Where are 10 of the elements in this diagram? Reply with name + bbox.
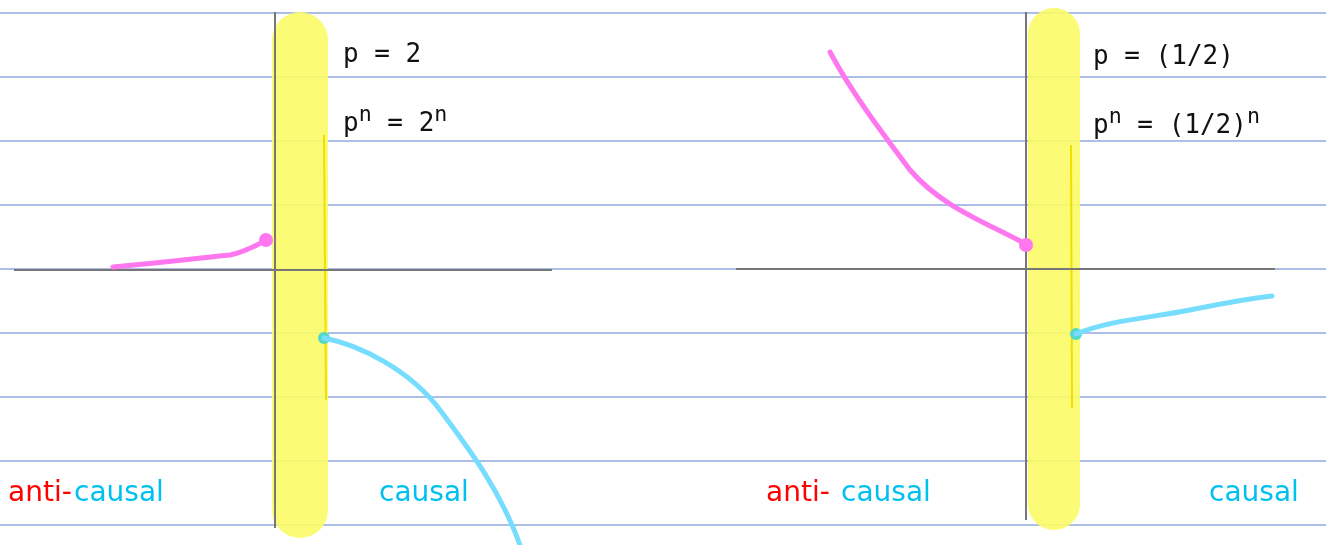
formula-label: p$^{n}$ = (1/2)$^{n}$	[1093, 105, 1260, 137]
formula-label: p = 2	[343, 40, 422, 66]
formula-label: p$^{n}$ = 2$^{n}$	[343, 103, 448, 135]
region-label: anti-	[8, 478, 72, 506]
region-label: causal	[841, 478, 931, 506]
region-label: causal	[379, 478, 469, 506]
region-label: causal	[1209, 478, 1299, 506]
region-label: anti-	[766, 478, 830, 506]
region-label: causal	[74, 478, 164, 506]
formula-label: p = (1/2)	[1093, 42, 1234, 68]
